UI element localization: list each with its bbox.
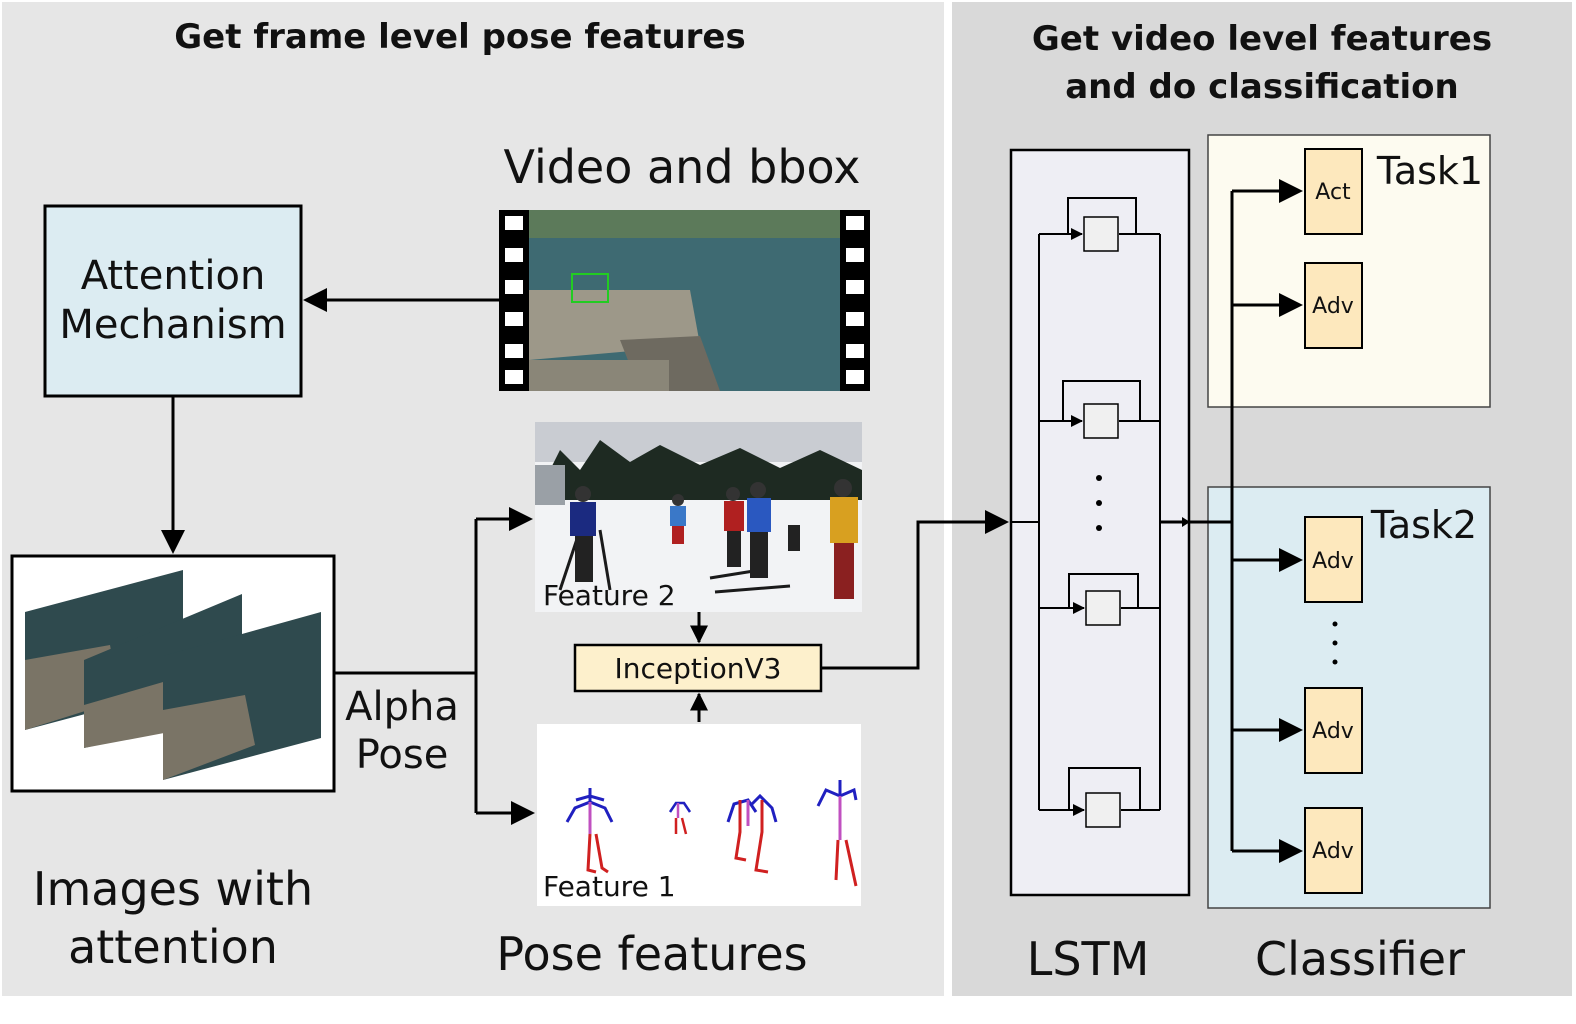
lstm-label: LSTM (1027, 932, 1150, 986)
task2-head-adv-2: Adv (1232, 687, 1363, 774)
task2-head-adv-1-label: Adv (1312, 549, 1354, 574)
attention-mechanism-box (43, 204, 303, 398)
lstm-ellipsis (1096, 475, 1102, 531)
lstm-cell-4 (1039, 767, 1160, 828)
task2-head-adv-3: Adv (1232, 807, 1363, 894)
connector-marker (1182, 517, 1190, 527)
feature1-image (537, 724, 861, 906)
right-panel-title-line2: and do classification (1065, 67, 1459, 107)
images-label-line1: Images with (33, 862, 313, 916)
lstm-cell-2 (1039, 380, 1160, 439)
images-label-line2: attention (68, 920, 278, 974)
inception-v3-box (573, 643, 823, 693)
task2-head-adv-3-label: Adv (1312, 839, 1354, 864)
skier-figures (570, 479, 858, 599)
video-bbox-label: Video and bbox (503, 140, 860, 194)
alpha-pose-line2: Pose (356, 732, 449, 778)
feature2-label: Feature 2 (543, 579, 676, 612)
right-panel-title-line1: Get video level features (1032, 19, 1492, 59)
feature2-image (535, 422, 862, 612)
task1-head-adv-label: Adv (1312, 294, 1354, 319)
attention-line2: Mechanism (59, 302, 286, 348)
lstm-cell-1 (1039, 197, 1160, 252)
skeleton-4 (816, 780, 858, 887)
task1-label: Task1 (1376, 149, 1483, 193)
skeleton-2 (668, 801, 692, 835)
attention-frames (25, 570, 321, 780)
feature1-label: Feature 1 (543, 870, 676, 903)
arrow-inception-to-lstm (821, 510, 1009, 670)
bbox-marker (571, 273, 609, 303)
lstm-cell-3 (1039, 573, 1160, 626)
classifier-label: Classifier (1255, 932, 1465, 986)
left-panel-title: Get frame level pose features (174, 17, 745, 57)
task2-label: Task2 (1370, 503, 1477, 547)
pose-features-label: Pose features (496, 927, 807, 981)
task1-head-act-label: Act (1315, 180, 1351, 205)
skeleton-1 (565, 788, 614, 874)
attention-line1: Attention (81, 253, 266, 299)
task2-head-adv-2-label: Adv (1312, 719, 1354, 744)
task2-ellipsis (1332, 621, 1338, 665)
skeleton-3 (726, 793, 778, 874)
video-filmstrip (499, 210, 870, 391)
task1-head-act: Act (1232, 148, 1363, 235)
task2-head-adv-1: Adv (1232, 516, 1363, 603)
inception-v3-label: InceptionV3 (614, 652, 781, 685)
task1-head-adv: Adv (1232, 262, 1363, 349)
alpha-pose-line1: Alpha (345, 684, 459, 730)
